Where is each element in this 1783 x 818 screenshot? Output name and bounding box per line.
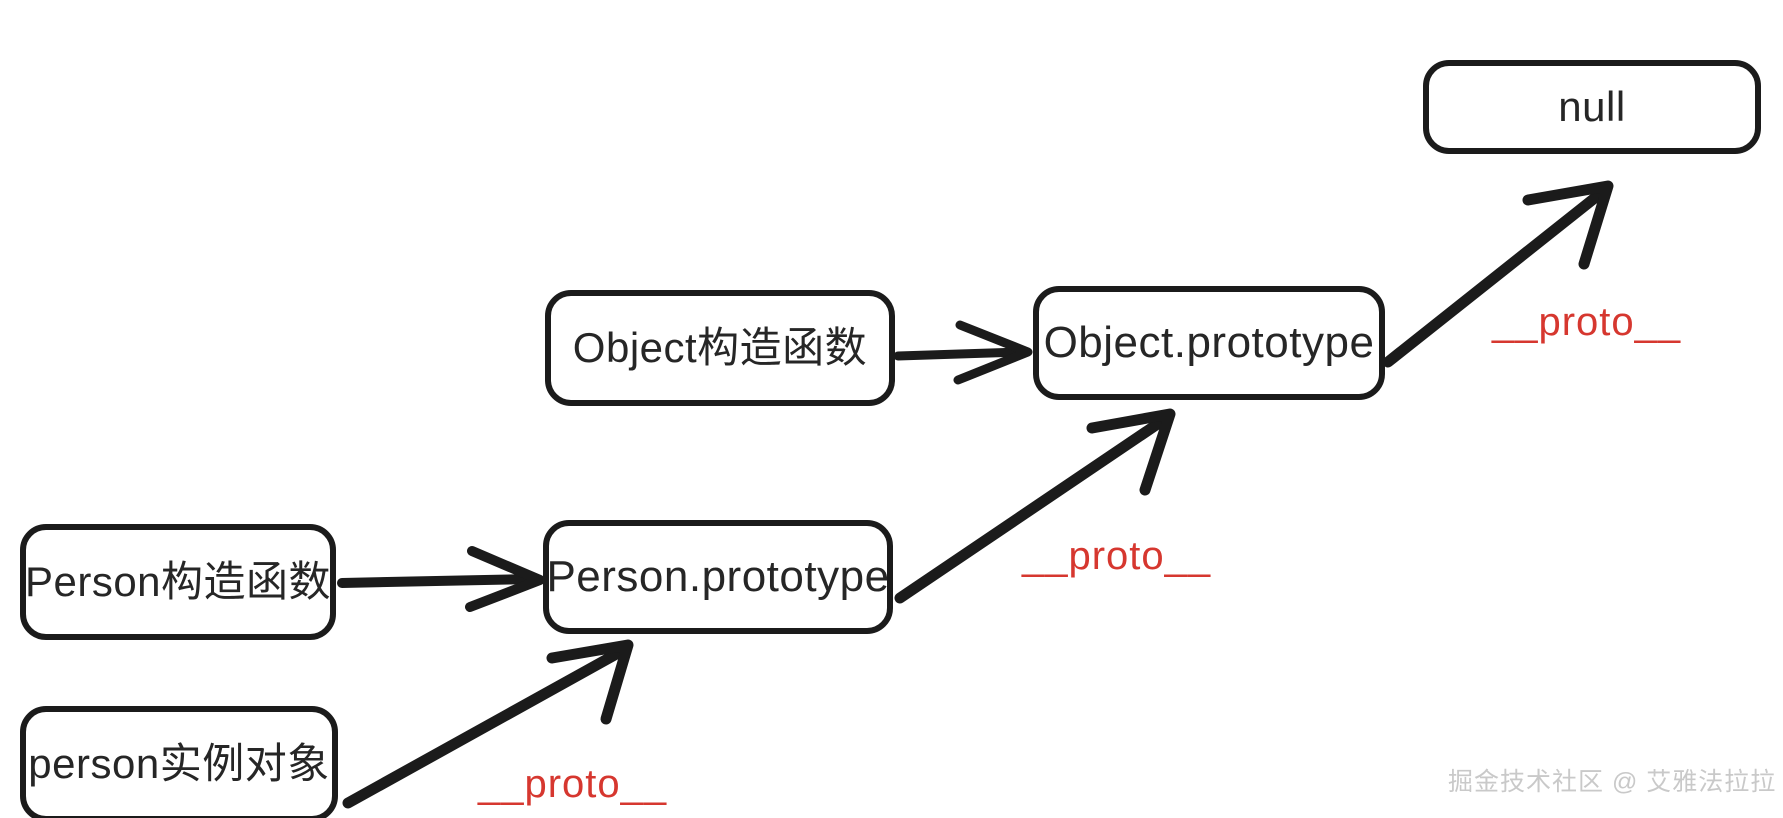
edge-label-proto-instance-to-person: __proto__ (478, 762, 668, 806)
watermark: 掘金技术社区 @ 艾雅法拉拉 (1448, 768, 1777, 796)
arrow-object-ctor-to-object-prototype (893, 320, 1033, 385)
node-person-constructor-label: Person构造函数 (24, 558, 332, 605)
node-person-instance-label: person实例对象 (28, 740, 330, 787)
node-null-label: null (1558, 83, 1626, 130)
node-object-constructor[interactable]: Object构造函数 (545, 290, 895, 406)
node-object-prototype-label: Object.prototype (1043, 318, 1375, 367)
node-person-constructor[interactable]: Person构造函数 (20, 524, 336, 640)
node-person-prototype-label: Person.prototype (546, 552, 890, 601)
node-null[interactable]: null (1423, 60, 1761, 154)
arrow-person-ctor-to-person-prototype (337, 546, 545, 612)
node-object-prototype[interactable]: Object.prototype (1033, 286, 1385, 400)
edge-label-proto-person-to-object: __proto__ (1022, 534, 1212, 578)
node-person-instance[interactable]: person实例对象 (20, 706, 338, 818)
node-person-prototype[interactable]: Person.prototype (543, 520, 893, 634)
edge-label-proto-object-to-null: __proto__ (1492, 300, 1682, 344)
node-object-constructor-label: Object构造函数 (572, 324, 868, 371)
